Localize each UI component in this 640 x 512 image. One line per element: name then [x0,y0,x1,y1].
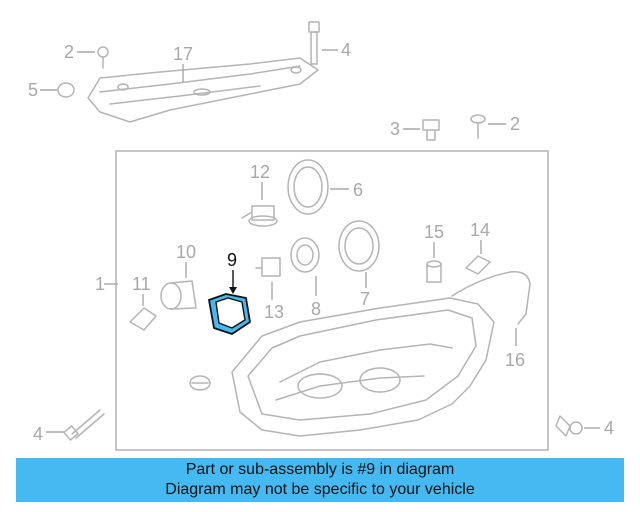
callout-2a: 2 [64,42,74,62]
part-16-seal [451,271,531,325]
callout-5: 5 [28,80,38,100]
part-4-bolt-top [308,21,320,65]
grommet [189,375,211,391]
callout-13: 13 [264,302,284,322]
part-12-bulb [241,205,278,227]
callout-14: 14 [470,220,490,240]
callout-3: 3 [390,119,400,139]
callout-17: 17 [173,44,193,64]
banner-line-2: Diagram may not be specific to your vehi… [165,481,475,498]
callout-2b: 2 [510,114,520,134]
part-5-clip [57,82,75,98]
leader-9-arrow [229,287,237,294]
part-8-socket [290,237,320,273]
callout-1: 1 [95,274,105,294]
callout-12: 12 [250,162,270,182]
part-4-bolt-bottom-left [63,409,105,441]
part-9-ring-highlighted [208,293,251,335]
callout-11: 11 [132,274,151,294]
callout-4c: 4 [604,418,614,438]
callout-16: 16 [505,350,525,370]
callout-7: 7 [360,289,370,309]
callout-10: 10 [176,242,196,262]
assembly-frame [115,150,549,451]
part-3-clip [422,119,440,141]
part-2-screw-left [97,46,109,69]
part-10-sleeve [160,280,197,310]
part-4-bolt-bottom-right [555,415,583,437]
info-banner: Part or sub-assembly is #9 in diagram Di… [16,458,624,502]
callout-15: 15 [424,222,444,242]
part-14-clip [465,255,491,275]
part-11-clip [129,307,157,331]
callout-4b: 4 [33,424,43,444]
part-17-bracket [87,57,319,123]
part-6-ring [287,159,329,215]
part-13-bulb [255,257,281,277]
callout-9[interactable]: 9 [227,250,237,270]
callout-6: 6 [353,180,363,200]
banner-line-1: Part or sub-assembly is #9 in diagram [185,461,455,478]
part-7-ring [338,220,380,272]
headlamp-housing [231,297,495,437]
part-15-holder [426,260,442,283]
part-2-screw-right [470,114,486,139]
callout-4a: 4 [341,40,351,60]
callout-8: 8 [311,299,321,319]
